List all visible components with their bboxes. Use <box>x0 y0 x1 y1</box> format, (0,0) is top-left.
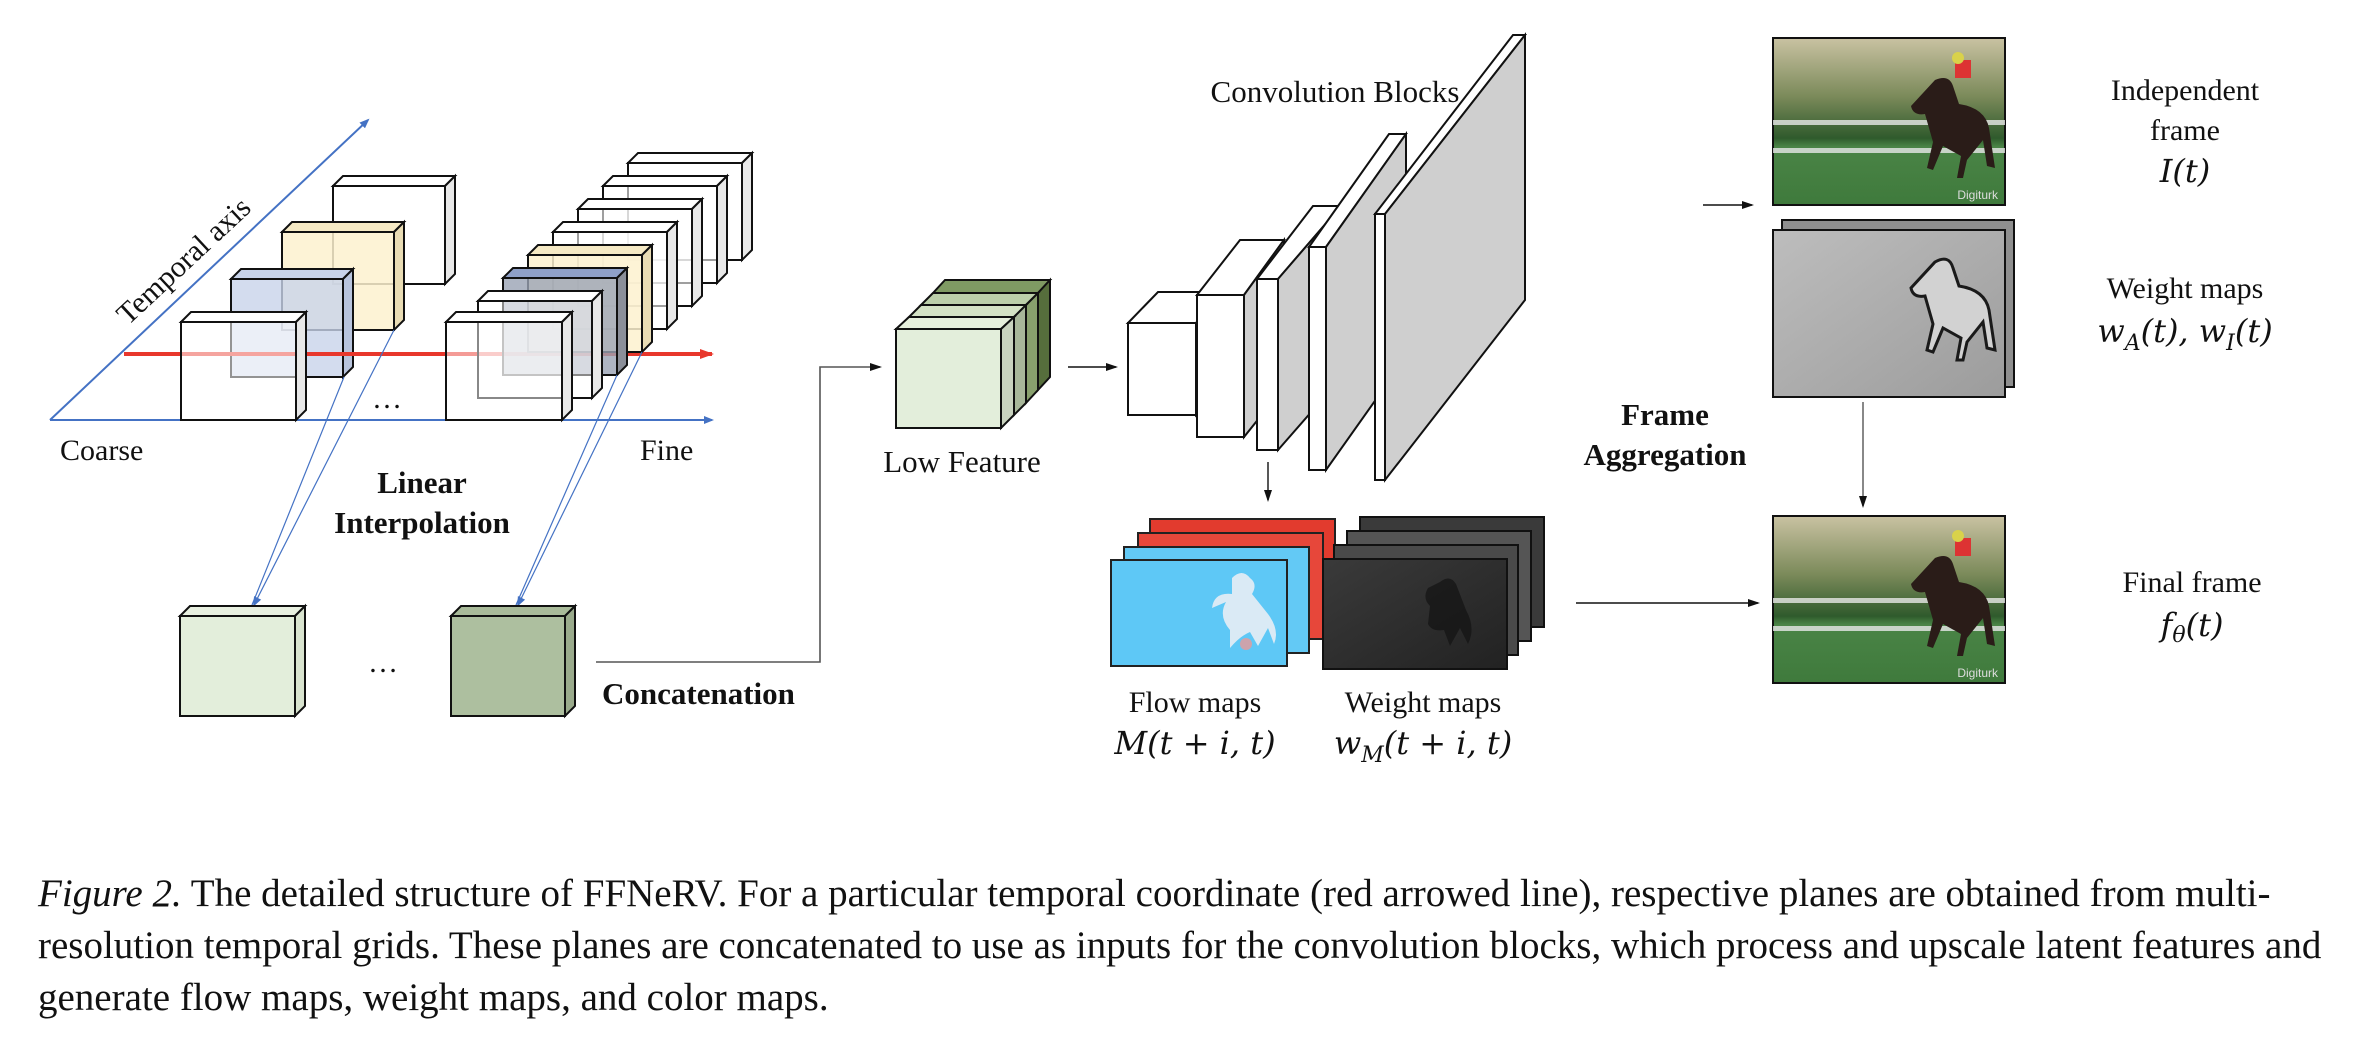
independent-frame-formula: I(t) <box>2159 152 2210 190</box>
interp-arrow-coarse-a <box>251 376 345 606</box>
interp-arrow-fine-b <box>517 351 643 607</box>
frame-aggregation-line2: Aggregation <box>1583 437 1746 472</box>
flow-maps-formula: M(t + i, t) <box>1113 724 1275 762</box>
weight-maps-m-label: Weight maps <box>1345 686 1502 719</box>
low-feature-label: Low Feature <box>883 444 1041 479</box>
temporal-axis-arrow <box>49 118 370 421</box>
interpolated-plane-coarse <box>177 603 308 719</box>
flow-maps-stack <box>1110 518 1336 667</box>
convolution-blocks <box>1125 32 1528 483</box>
frame-aggregation-line1: Frame <box>1621 397 1709 432</box>
low-feature-block <box>893 277 1053 431</box>
final-frame-watermark: Digiturk <box>1957 666 1999 680</box>
independent-frame-watermark: Digiturk <box>1957 188 1999 202</box>
interpolation-label-line2: Interpolation <box>334 505 510 540</box>
ffnerv-architecture-diagram: Temporal axis <box>49 32 2273 768</box>
fine-plane-1 <box>443 309 575 423</box>
weight-maps-m-stack <box>1322 516 1545 670</box>
weight-maps-ai-label: Weight maps <box>2107 272 2264 305</box>
flow-map-1 <box>1110 559 1288 667</box>
temporal-grids: Temporal axis <box>49 118 882 719</box>
figure-caption: Figure 2. The detailed structure of FFNe… <box>38 868 2338 1024</box>
independent-frame-label-line2: frame <box>2150 114 2220 147</box>
interp-arrow-fine-a <box>515 374 618 606</box>
interpolated-plane-fine <box>448 603 578 719</box>
weight-maps-ai-formula: wA(t), wI(t) <box>2097 312 2272 356</box>
fine-grid-planes <box>443 150 755 423</box>
caption-text: The detailed structure of FFNeRV. For a … <box>38 872 2322 1019</box>
weight-maps-m-formula: wM(t + i, t) <box>1334 724 1512 768</box>
fine-label: Fine <box>640 434 693 467</box>
caption-figure-label: Figure 2. <box>38 872 182 915</box>
weight-map-m-1 <box>1322 558 1508 670</box>
conv-block-5 <box>1372 32 1528 483</box>
coarse-plane-1 <box>178 309 309 423</box>
interpolated-ellipsis: … <box>368 646 398 679</box>
interpolation-label-line1: Linear <box>377 465 467 500</box>
conv-blocks-label: Convolution Blocks <box>1211 74 1460 109</box>
concatenation-arrow <box>596 363 882 663</box>
concatenation-label: Concatenation <box>602 676 795 711</box>
independent-frame-image: Digiturk <box>1772 37 2006 206</box>
interp-arrow-coarse-b <box>253 329 395 607</box>
independent-frame-label-line1: Independent <box>2111 74 2260 107</box>
final-frame-image: Digiturk <box>1772 515 2006 684</box>
flow-maps-label: Flow maps <box>1129 686 1262 719</box>
final-frame-label: Final frame <box>2122 566 2261 599</box>
final-frame-formula: fθ(t) <box>2159 606 2224 648</box>
weight-maps-ai-stack <box>1772 219 2015 398</box>
grids-ellipsis: … <box>372 382 402 415</box>
coarse-label: Coarse <box>60 434 143 467</box>
coarse-grid-planes <box>124 173 714 423</box>
